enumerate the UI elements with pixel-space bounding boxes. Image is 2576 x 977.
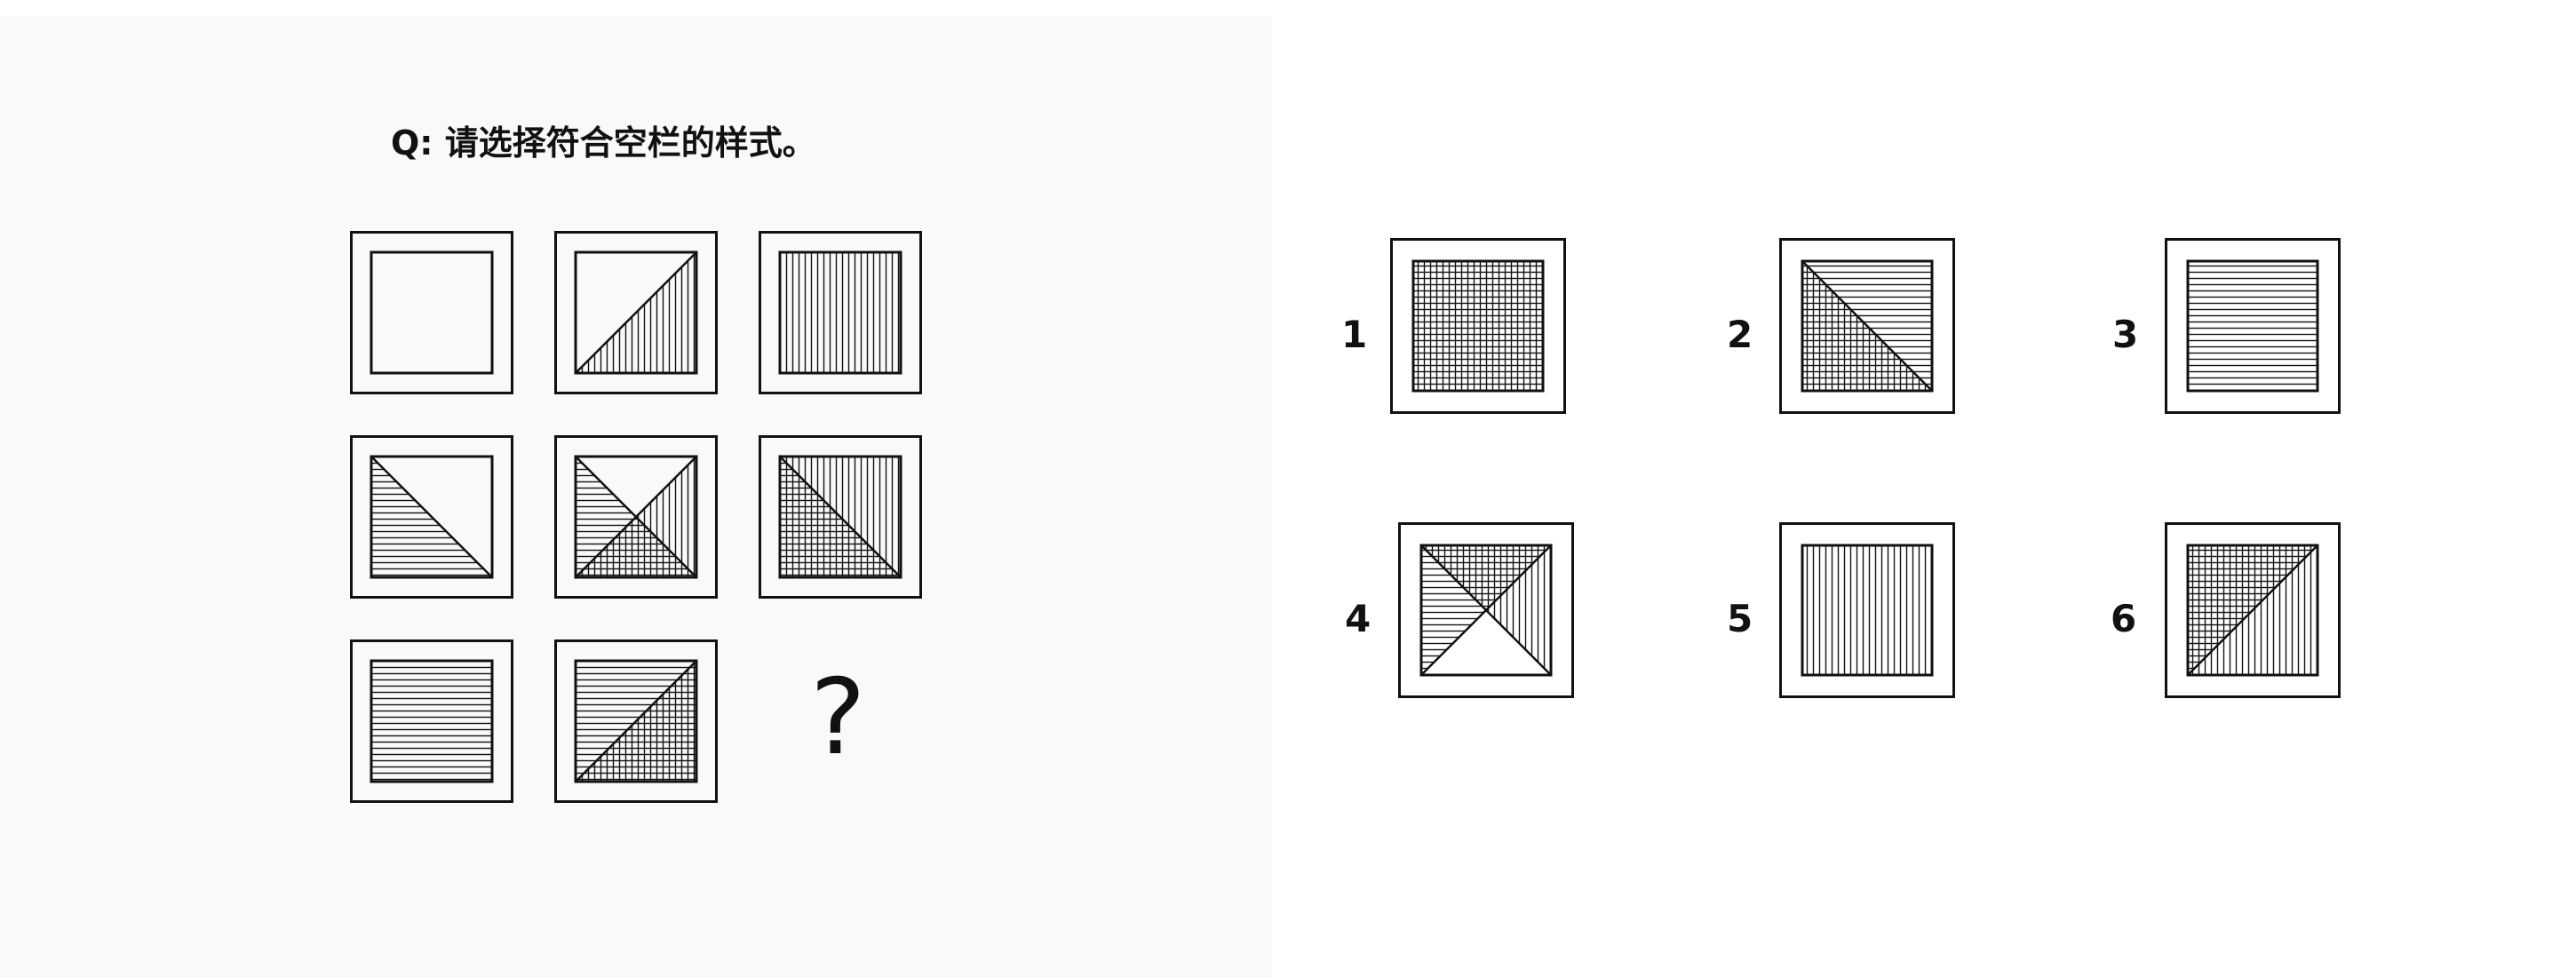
option-5-number: 5 [1727, 597, 1753, 640]
matrix-cell-4 [350, 435, 513, 599]
option-6-number: 6 [2111, 597, 2137, 640]
matrix-cell-7 [350, 639, 513, 803]
option-2-number: 2 [1727, 313, 1753, 356]
option-4-number: 4 [1345, 597, 1371, 640]
matrix-cell-2 [554, 231, 718, 394]
option-4[interactable] [1398, 522, 1574, 698]
option-6[interactable] [2165, 522, 2341, 698]
matrix-cell-6 [759, 435, 922, 599]
question-panel [0, 16, 1272, 977]
option-3[interactable] [2165, 238, 2341, 414]
option-2[interactable] [1779, 238, 1955, 414]
matrix-cell-3 [759, 231, 922, 394]
question-title: Q: 请选择符合空栏的样式。 [391, 123, 816, 163]
matrix-cell-8 [554, 639, 718, 803]
option-1-number: 1 [1341, 313, 1368, 356]
option-3-number: 3 [2112, 313, 2139, 356]
option-1[interactable] [1390, 238, 1566, 414]
missing-cell-question-mark: ? [810, 655, 866, 778]
matrix-cell-5 [554, 435, 718, 599]
matrix-cell-1 [350, 231, 513, 394]
option-5[interactable] [1779, 522, 1955, 698]
